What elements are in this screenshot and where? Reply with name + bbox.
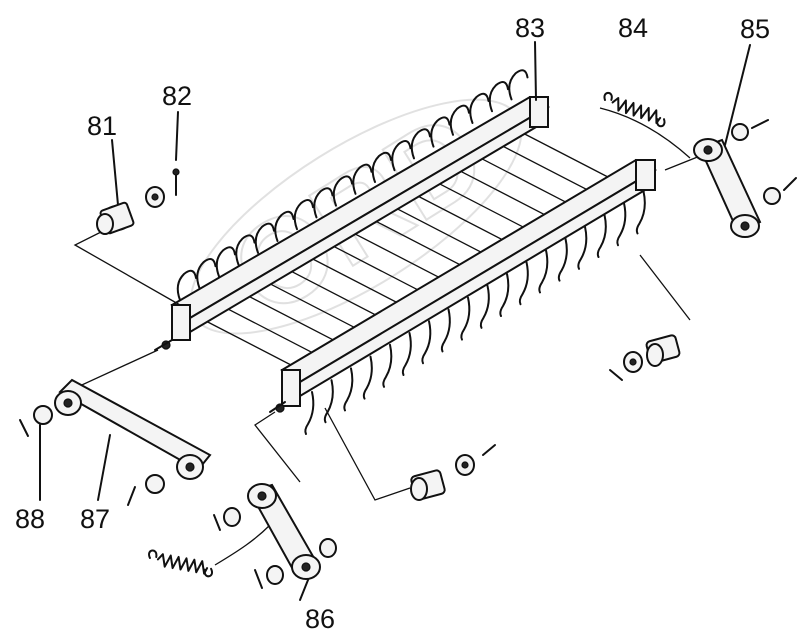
spring-86 (148, 549, 214, 578)
tine (635, 190, 646, 235)
tine (254, 222, 275, 254)
label-84: 84 (618, 13, 648, 43)
link-85 (693, 119, 797, 238)
label-81: 81 (87, 111, 117, 141)
tine (382, 343, 393, 388)
tine (352, 163, 373, 195)
tine (401, 332, 412, 376)
roller-81 (96, 168, 180, 235)
tine (440, 308, 451, 353)
tine (410, 128, 431, 160)
roller-right (609, 334, 681, 381)
label-83: 83 (515, 13, 545, 43)
tine (235, 234, 256, 266)
tine (274, 210, 295, 242)
front-tines (304, 190, 646, 435)
link-86 (213, 483, 337, 589)
tine (313, 187, 334, 219)
back-tines (176, 69, 529, 301)
tine (391, 140, 412, 172)
tine (577, 225, 588, 270)
label-82: 82 (162, 81, 192, 111)
tine (304, 391, 315, 435)
tine (421, 320, 432, 365)
tine (557, 237, 568, 282)
tine (449, 104, 470, 136)
tine (616, 202, 627, 247)
back-beam (154, 95, 551, 351)
tine (499, 273, 510, 317)
tine (196, 258, 217, 290)
tine (518, 261, 529, 306)
tine (479, 284, 490, 329)
roller-middle (410, 444, 496, 501)
tine (362, 355, 373, 400)
tine (176, 269, 197, 301)
label-87: 87 (80, 504, 110, 534)
tine (293, 199, 314, 231)
label-88: 88 (15, 504, 45, 534)
tine (508, 69, 529, 101)
tine (430, 116, 451, 148)
spring-84 (603, 91, 666, 128)
tine (332, 175, 353, 207)
tine (538, 249, 549, 294)
tine (460, 296, 471, 341)
label-85: 85 (740, 14, 770, 44)
label-86: 86 (305, 604, 335, 634)
bar-87 (19, 378, 212, 506)
tine (488, 81, 509, 113)
tine (215, 246, 236, 278)
tine (371, 151, 392, 183)
tine (596, 214, 607, 258)
front-beam (269, 158, 658, 413)
tine (469, 92, 490, 124)
part-labels: 81 82 83 84 85 86 87 88 (15, 13, 770, 634)
tine (343, 367, 354, 412)
